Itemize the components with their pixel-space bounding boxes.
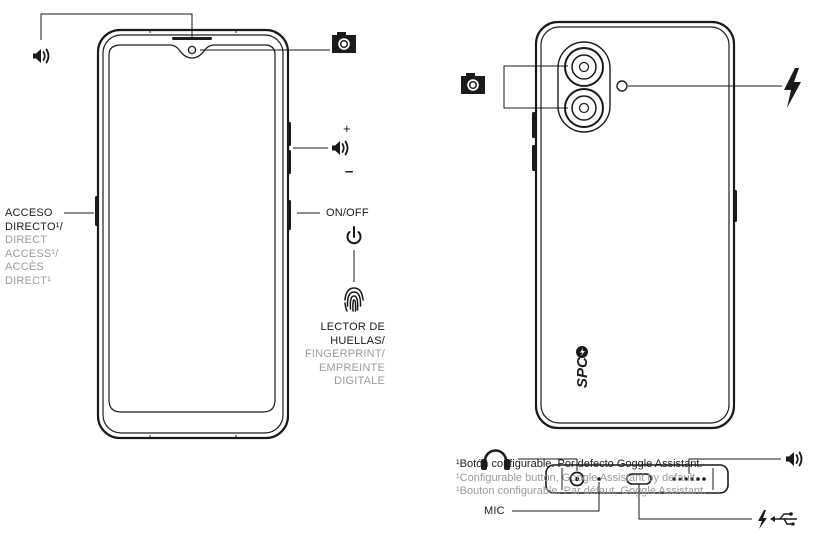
footnote: ¹Botón configurable. Por defecto Goggle … <box>456 458 707 497</box>
power-label: ON/OFF <box>326 207 369 219</box>
headphones-icon <box>481 449 510 470</box>
volume-down-sign: – <box>345 163 354 180</box>
speaker-icon <box>32 48 50 64</box>
bottom-edge <box>545 464 729 494</box>
mic-label: MIC <box>484 505 505 517</box>
power-icon <box>346 226 362 245</box>
brand-logo: SPC <box>574 356 591 388</box>
charge-icon <box>758 510 767 529</box>
fingerprint-icon <box>344 287 364 312</box>
flash-icon <box>784 68 801 108</box>
back-phone <box>532 20 737 430</box>
front-phone <box>95 28 291 440</box>
shortcut-label: ACCESO DIRECTO¹/ DIRECT ACCESS¹/ ACCÈS D… <box>5 207 63 287</box>
brand-mark-icon <box>576 346 588 358</box>
speaker-icon <box>331 140 349 156</box>
fingerprint-label: LECTOR DE HUELLAS/ FINGERPRINT/ EMPREINT… <box>304 321 385 387</box>
volume-up-sign: + <box>343 121 351 136</box>
usb-icon <box>770 512 797 526</box>
camera-icon <box>332 32 356 53</box>
speaker-icon <box>785 451 803 467</box>
camera-icon <box>461 73 485 94</box>
